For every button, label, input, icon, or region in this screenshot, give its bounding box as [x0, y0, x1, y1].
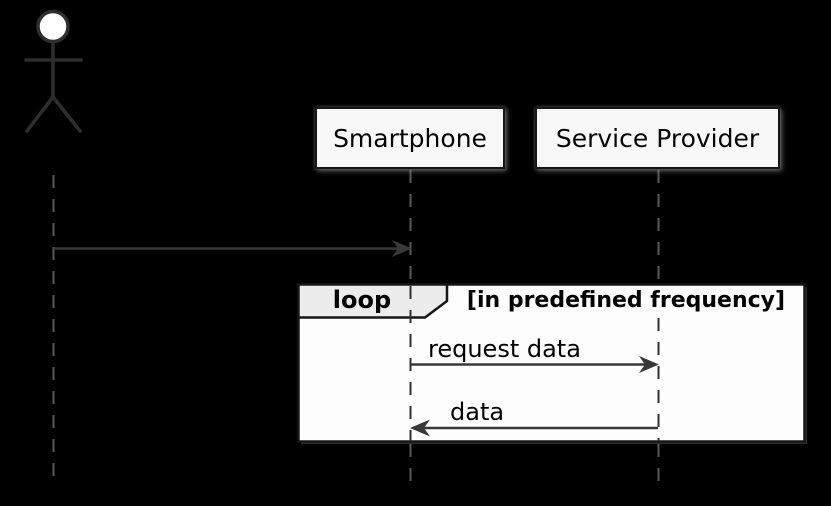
participant-smartphone-label: Smartphone	[333, 123, 487, 153]
arrowhead-right-icon	[392, 240, 412, 257]
actor-icon	[24, 9, 83, 133]
message-data-label: data	[450, 398, 505, 426]
message-arrow-1	[54, 240, 412, 257]
loop-frame	[297, 283, 807, 444]
message-arrow-data	[410, 419, 658, 437]
loop-condition-label: [in predefined frequency]	[466, 287, 786, 313]
participant-smartphone: Smartphone	[315, 107, 505, 169]
participant-service-provider-label: Service Provider	[555, 123, 760, 153]
arrowhead-right-icon	[639, 356, 659, 373]
message-arrow-request	[411, 356, 659, 373]
participant-service-provider: Service Provider	[535, 107, 780, 169]
loop-operator-label: loop	[332, 286, 392, 314]
arrowhead-left-icon	[410, 419, 430, 437]
lifelines-outer	[52, 170, 660, 481]
lifelines-inner	[409, 286, 660, 441]
message-request-data-label: request data	[428, 335, 581, 363]
